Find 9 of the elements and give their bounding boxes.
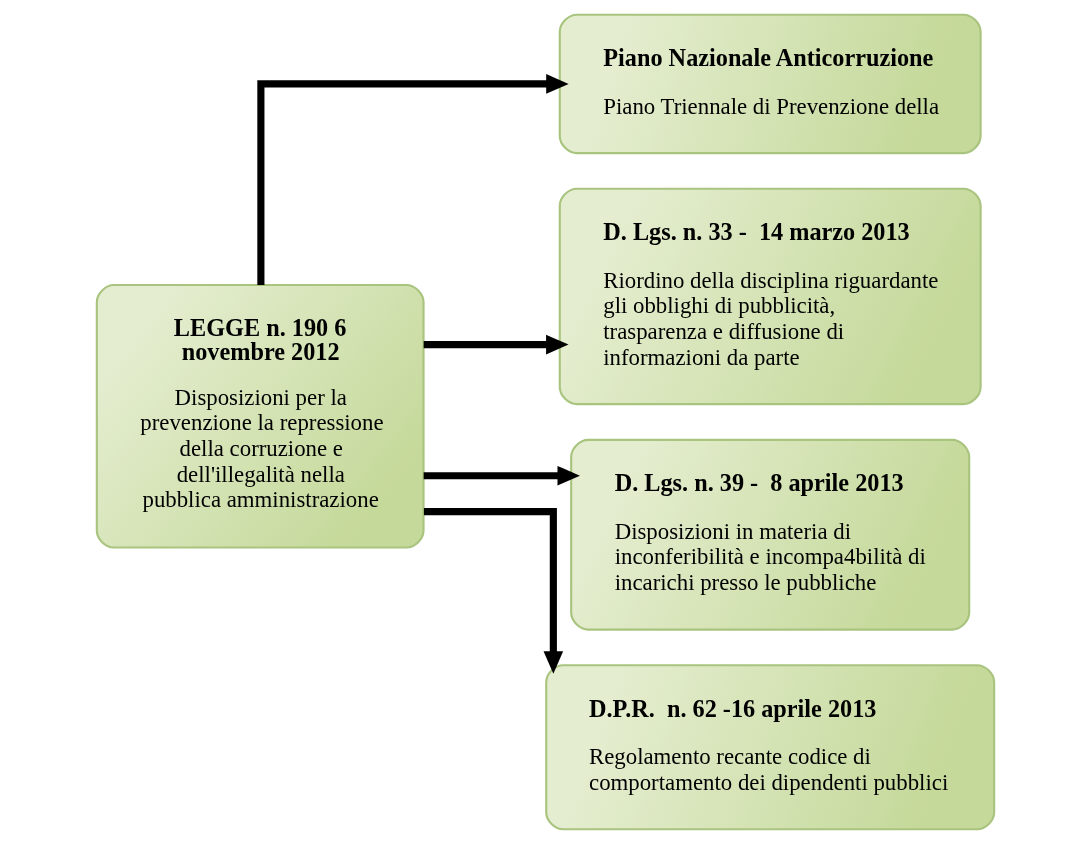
arrow — [423, 507, 564, 674]
node-box: LEGGE n. 190 6 novembre 2012 Disposizioni per la prevenzione la repressione della corruzione e dell'illegalità nella pubblica amministrazione — [95, 283, 425, 549]
arrow — [423, 334, 569, 354]
node-box: Piano Nazionale Anticorruzione Piano Triennale di Prevenzione della — [558, 13, 982, 154]
arrow — [423, 465, 580, 486]
node-box: D. Lgs. n. 39 - 8 aprile 2013 Disposizioni in materia di inconferibilità e incompa4bilità di incarichi presso le pubbliche — [570, 438, 971, 631]
node-box: D. Lgs. n. 33 - 14 marzo 2013 Riordino della disciplina riguardante gli obblighi di pubblicità, trasparenza e diffusione di informazioni da parte — [558, 187, 982, 405]
arrow — [257, 73, 569, 285]
node-box: D.P.R. n. 62 -16 aprile 2013 Regolamento recante codice di comportamento dei dipendenti pubblici — [545, 663, 996, 830]
